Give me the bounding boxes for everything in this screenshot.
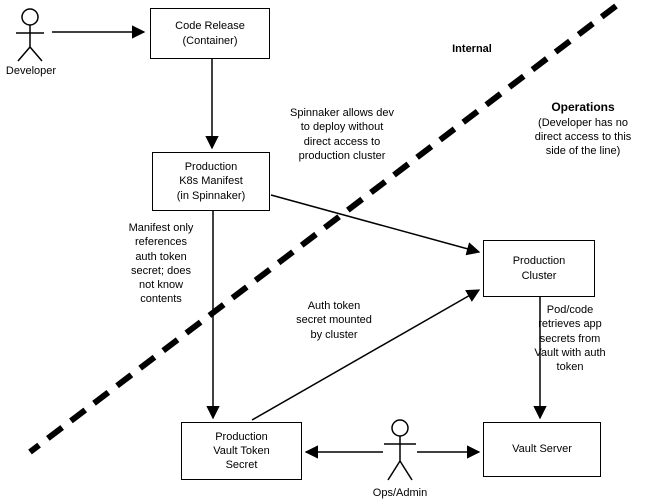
vault-token-secret-box: Production Vault Token Secret <box>181 422 302 480</box>
internal-zone-label: Internal <box>452 43 492 55</box>
operations-zone-note: (Developer has no direct access to this … <box>534 116 632 158</box>
developer-actor-icon <box>16 8 44 62</box>
arrow-manifest-to-production-cluster <box>270 194 481 256</box>
operations-zone-label: Operations (Developer has no direct acce… <box>522 86 644 159</box>
k8s-manifest-box: Production K8s Manifest (in Spinnaker) <box>152 152 270 211</box>
code-release-box: Code Release (Container) <box>150 8 270 59</box>
spinnaker-note: Spinnaker allows dev to deploy without d… <box>290 107 394 162</box>
operations-zone-title: Operations <box>551 100 615 115</box>
production-cluster-box: Production Cluster <box>483 240 595 297</box>
manifest-note: Manifest only references auth token secr… <box>128 222 194 306</box>
ops-admin-actor-icon <box>384 419 416 481</box>
ops-admin-label: Ops/Admin <box>372 487 428 499</box>
arrow-vault-token-secret-to-production-cluster <box>251 289 481 421</box>
auth-token-note: Auth token secret mounted by cluster <box>296 300 372 341</box>
pod-code-note: Pod/code retrieves app secrets from Vaul… <box>534 304 606 374</box>
developer-label: Developer <box>5 65 57 77</box>
vault-server-box: Vault Server <box>483 422 601 477</box>
trust-boundary-dashed-line <box>28 3 618 455</box>
